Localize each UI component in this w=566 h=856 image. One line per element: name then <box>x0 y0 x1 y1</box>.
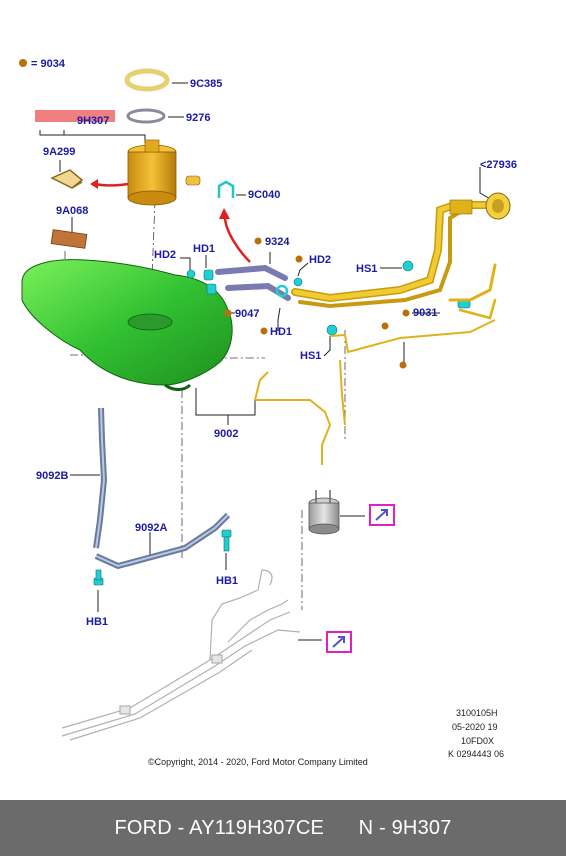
tank-strap-seat <box>164 383 192 391</box>
lock-ring <box>124 68 170 92</box>
pad-9a068 <box>50 229 88 249</box>
label-9324[interactable]: 9324 <box>265 236 290 248</box>
label-hd2-right[interactable]: HD2 <box>309 254 331 266</box>
label-hd1-bottom[interactable]: HD1 <box>270 326 292 338</box>
label-27936[interactable]: <27936 <box>480 159 517 171</box>
label-9092a[interactable]: 9092A <box>135 522 167 534</box>
red-arrow-icon <box>223 217 251 263</box>
label-hs1-right[interactable]: HS1 <box>356 263 377 275</box>
label-9c385[interactable]: 9C385 <box>190 78 222 90</box>
fuel-level-sender <box>50 169 84 189</box>
fuel-tank <box>21 259 233 386</box>
label-hd1-top[interactable]: HD1 <box>193 243 215 255</box>
bolt-hb1-right <box>221 529 232 552</box>
leader-lines <box>39 82 493 641</box>
red-arrowhead-icon <box>219 208 230 219</box>
meta-code-1: 3100105H <box>456 708 498 718</box>
seal-ring <box>126 108 166 124</box>
meta-code-3: 10FD0X <box>461 736 494 746</box>
footer-part-number: FORD - AY119H307CE <box>114 816 325 839</box>
label-hb1-right[interactable]: HB1 <box>216 575 238 587</box>
footer-bar: FORD - AY119H307CE N - 9H307 <box>0 800 566 856</box>
fuel-system-diagram: = 9034 <box>19 58 517 767</box>
strap-9092a-edge <box>95 514 229 568</box>
label-9a299[interactable]: 9A299 <box>43 146 75 158</box>
hose-9047 <box>215 264 288 281</box>
nav-link-lines[interactable] <box>326 631 352 653</box>
label-hs1-bottom[interactable]: HS1 <box>300 350 321 362</box>
label-9092b[interactable]: 9092B <box>36 470 68 482</box>
label-9c040[interactable]: 9C040 <box>248 189 280 201</box>
hose-clamps <box>186 260 471 336</box>
strap-9092b-edge <box>95 407 106 549</box>
legend-bullet-icon <box>19 59 27 67</box>
footer-spacer <box>324 817 359 840</box>
red-arrow-icon <box>94 182 129 187</box>
tank-opening <box>127 313 173 331</box>
label-9a068[interactable]: 9A068 <box>56 205 88 217</box>
footer-ref-number: N - 9H307 <box>358 816 452 839</box>
fuel-filter <box>308 490 340 535</box>
filler-cap <box>449 192 511 220</box>
label-9031[interactable]: 9031 <box>413 307 437 319</box>
fuel-line-9002 <box>254 319 496 465</box>
legend-text: = 9034 <box>31 58 66 70</box>
copyright: ©Copyright, 2014 - 2020, Ford Motor Comp… <box>148 757 368 767</box>
label-hb1-left[interactable]: HB1 <box>86 616 108 628</box>
label-9047[interactable]: 9047 <box>235 308 259 320</box>
arrow-up-right-icon <box>332 636 345 648</box>
hint-9034-bullets <box>224 237 410 369</box>
bolt-hb1-left <box>93 569 104 586</box>
meta-code-2: 05-2020 19 <box>452 722 498 732</box>
label-9276[interactable]: 9276 <box>186 112 210 124</box>
label-9h307[interactable]: 9H307 <box>77 115 109 127</box>
arrow-up-right-icon <box>375 509 388 521</box>
fuel-pump-module <box>127 139 201 206</box>
fuel-line-9002b <box>339 359 346 426</box>
red-arrowhead-icon <box>90 179 98 189</box>
label-9002[interactable]: 9002 <box>214 428 238 440</box>
label-hd2-left[interactable]: HD2 <box>154 249 176 261</box>
underbody-lines <box>61 569 301 741</box>
nav-link-filter[interactable] <box>369 504 395 526</box>
meta-code-4: K 0294443 06 <box>448 749 504 759</box>
highlight-box <box>35 110 115 122</box>
hose-9047b <box>225 282 291 301</box>
clip-9c040 <box>217 180 235 198</box>
